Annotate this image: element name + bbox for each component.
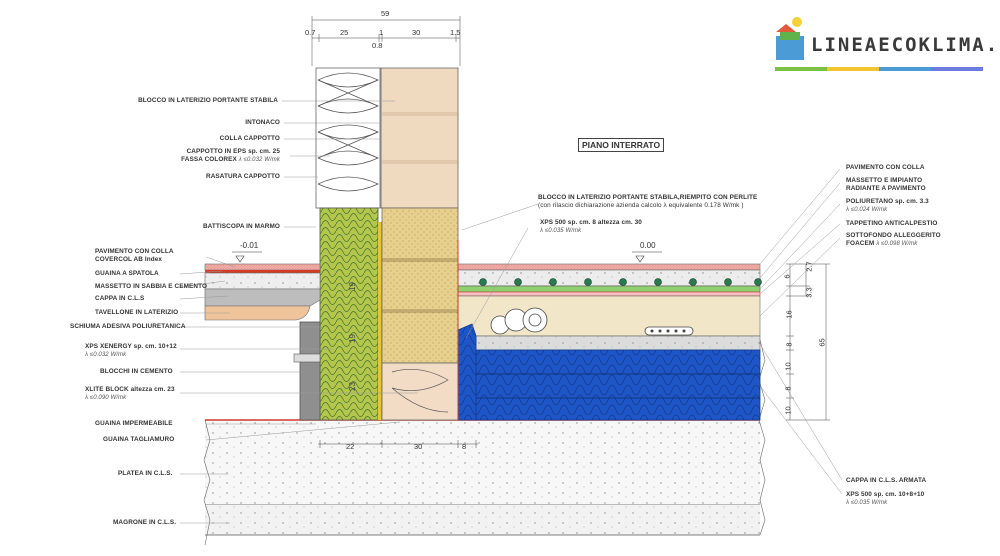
label-tavellone: TAVELLONE IN LATERIZIO (95, 309, 179, 316)
dim-r5: 8 (784, 342, 794, 347)
level-left: -0.01 (240, 241, 259, 250)
pipes-in-foacem (490, 307, 694, 336)
dim-r4: 16 (784, 310, 794, 319)
label-massetto: MASSETTO IN SABBIA E CEMENTO (95, 283, 208, 290)
label-colla-cappotto: COLLA CAPPOTTO (219, 135, 280, 142)
guaina-spatola-left (205, 270, 320, 273)
poliuretano (457, 285, 761, 293)
dim-r3: 3.3 (804, 287, 814, 298)
cappa-left (204, 288, 321, 307)
cappotto-eps (315, 67, 381, 209)
blocchi-cemento (299, 321, 321, 421)
label-cappa-armata: CAPPA IN C.L.S. ARMATA (846, 477, 927, 484)
label-cappa-left: CAPPA IN C.L.S (95, 295, 145, 302)
label-schiuma: SCHIUMA ADESIVA POLIURETANICA (70, 323, 186, 330)
radiant-pipes (479, 278, 762, 286)
dim-3: 1 (379, 28, 384, 37)
label-pavimento-right: PAVIMENTO CON COLLA (846, 164, 925, 171)
dim-2: 25 (340, 28, 349, 37)
dim-r1: 6 (782, 274, 792, 279)
dim-b2: 30 (414, 442, 423, 451)
label-platea: PLATEA IN C.L.S. (118, 470, 173, 477)
label-battiscopa: BATTISCOPA IN MARMO (202, 223, 280, 230)
dim-r2: 2.7 (804, 261, 814, 272)
tappetino (457, 291, 761, 297)
dim-6: 0.8 (372, 41, 383, 50)
label-intonaco: INTONACO (245, 119, 280, 126)
dim-4: 30 (412, 28, 421, 37)
site-logo (775, 17, 983, 71)
tavellone (204, 305, 311, 321)
label-guaina-tagliamuro: GUAINA TAGLIAMURO (103, 436, 175, 443)
section-title: PIANO INTERRATO (578, 138, 665, 152)
logo-text: LINEAECOKLIMA.IT (811, 34, 1000, 56)
xlite-block (381, 362, 459, 421)
level-right: 0.00 (640, 241, 656, 250)
dim-b1: 22 (346, 442, 355, 451)
wall-dim-2: 19 (347, 334, 357, 343)
blocco-laterizio-upper (380, 67, 459, 209)
label-blocco-perlite: BLOCCO IN LATERIZIO PORTANTE STABILA,RIE… (538, 194, 758, 209)
dim-r9: 10 (783, 406, 793, 415)
label-magrone: MAGRONE IN C.L.S. (113, 519, 177, 526)
wall-dim-3: 23 (347, 382, 357, 391)
label-tappetino: TAPPETINO ANTICALPESTIO (846, 220, 938, 227)
wall-dim-1: 19 (347, 282, 357, 291)
label-cappotto-eps: CAPPOTTO IN EPS sp. cm. 25 FASSA COLOREX… (181, 148, 280, 163)
dim-r8: 8 (783, 386, 793, 391)
label-guaina-spatola: GUAINA A SPATOLA (95, 270, 159, 277)
label-blocchi-cemento: BLOCCHI IN CEMENTO (100, 368, 173, 375)
dim-b3: 8 (462, 442, 467, 451)
dim-r7: 10 (783, 362, 793, 371)
label-guaina-impermeabile: GUAINA IMPERMEABILE (95, 420, 173, 427)
dim-total: 59 (381, 9, 390, 18)
dim-5: 1.5 (450, 28, 461, 37)
dim-r6: 65 (817, 338, 827, 347)
dim-1: 0.7 (305, 28, 316, 37)
label-blocco-laterizio: BLOCCO IN LATERIZIO PORTANTE STABILA (138, 97, 278, 104)
label-rasatura: RASATURA CAPPOTTO (205, 173, 280, 180)
